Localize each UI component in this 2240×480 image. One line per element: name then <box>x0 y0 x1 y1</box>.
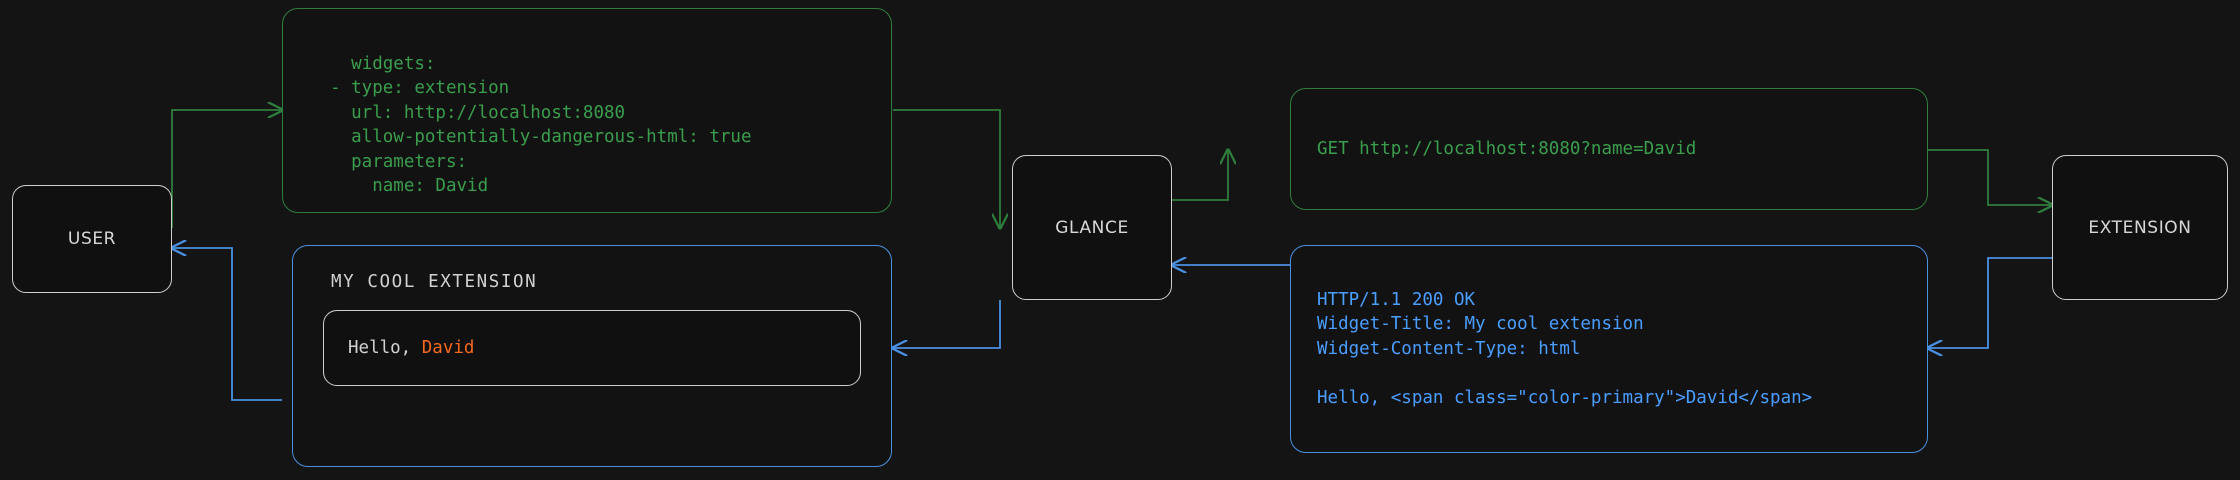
widget-greeting-name: David <box>421 338 475 358</box>
edge-config-to-glance <box>893 109 1000 228</box>
node-glance[interactable]: GLANCE <box>1012 155 1172 300</box>
edge-extension-to-response <box>1928 257 2052 348</box>
widget-greeting: Hello, David <box>348 338 474 358</box>
node-extension[interactable]: EXTENSION <box>2052 155 2228 300</box>
edge-widget-to-user <box>172 248 282 401</box>
node-user[interactable]: USER <box>12 185 172 293</box>
node-extension-label: EXTENSION <box>2088 217 2192 238</box>
message-http-request: GET http://localhost:8080?name=David <box>1290 88 1928 210</box>
http-response-text: HTTP/1.1 200 OK Widget-Title: My cool ex… <box>1317 289 1813 408</box>
widget-content-card: Hello, David <box>323 310 861 386</box>
message-http-response: HTTP/1.1 200 OK Widget-Title: My cool ex… <box>1290 245 1928 453</box>
http-request-text: GET http://localhost:8080?name=David <box>1317 138 1697 159</box>
message-config-yaml: widgets: - type: extension url: http://l… <box>282 8 892 213</box>
node-user-label: USER <box>67 229 117 249</box>
edge-glance-to-widget <box>893 300 1001 348</box>
edge-request-to-extension <box>1928 149 2052 205</box>
widget-preview: MY COOL EXTENSION Hello, David <box>292 245 892 467</box>
widget-title: MY COOL EXTENSION <box>331 272 538 292</box>
node-glance-label: GLANCE <box>1055 217 1129 238</box>
widget-greeting-prefix: Hello, <box>348 338 422 358</box>
config-yaml-text: widgets: - type: extension url: http://l… <box>330 53 752 197</box>
edge-glance-to-request <box>1172 150 1228 201</box>
edge-user-to-config <box>171 110 282 228</box>
